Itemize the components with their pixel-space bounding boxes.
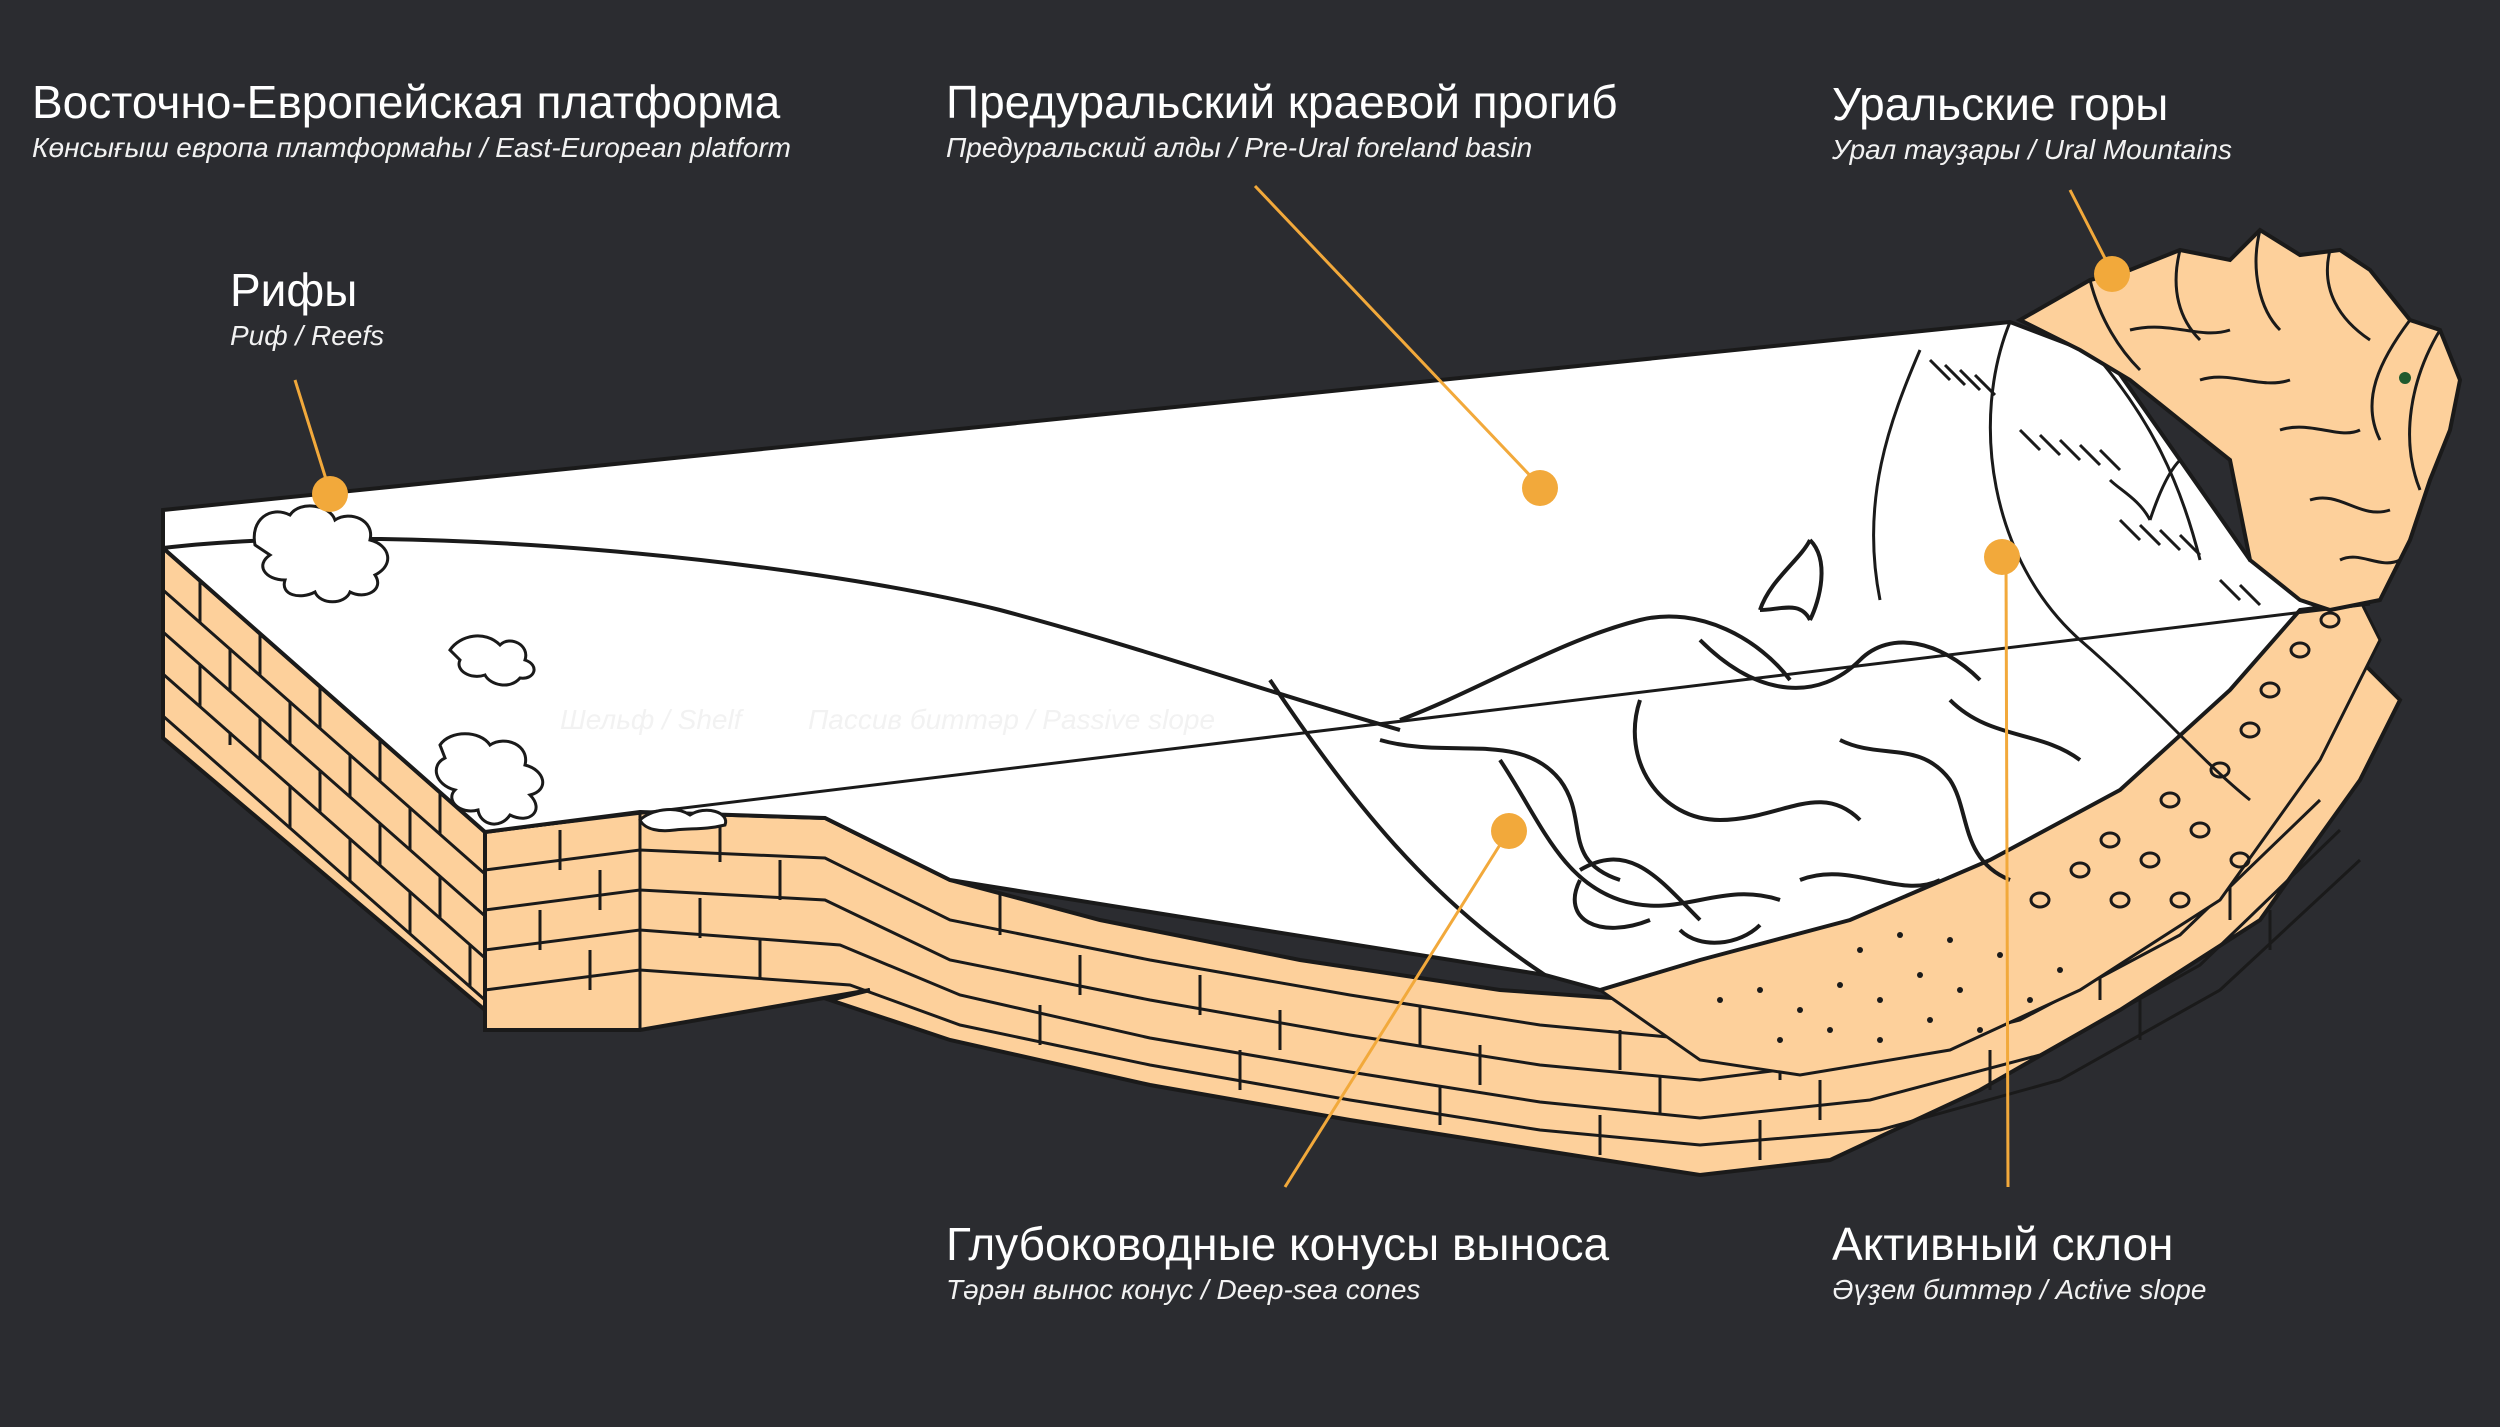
label-shelf-title: Шельф xyxy=(560,648,715,700)
label-cones-title: Глубоководные конусы выноса xyxy=(946,1218,1610,1270)
foreland-marker xyxy=(1522,470,1558,506)
reef-icon xyxy=(434,732,544,826)
label-passive-title: Пассивный склон xyxy=(808,648,1182,700)
label-shelf: Шельф Шельф / Shelf xyxy=(560,646,741,738)
label-reefs: Рифы Риф / Reefs xyxy=(230,262,384,354)
active-slope-marker xyxy=(1984,539,2020,575)
reef-marker xyxy=(312,476,348,512)
label-platform: Восточно-Европейская платформа Көнсығыш … xyxy=(32,74,791,166)
reef-icon xyxy=(252,504,389,604)
urals-marker xyxy=(2094,256,2130,292)
label-urals-title: Уральские горы xyxy=(1832,78,2169,130)
label-cones-subtitle: Тәрән вынос конус / Deep-sea cones xyxy=(946,1274,1421,1305)
marker-group xyxy=(312,256,2130,849)
label-platform-subtitle: Көнсығыш европа платформаһы / East-Europ… xyxy=(32,132,792,163)
label-passive: Пассивный склон Пассив биттәр / Passive … xyxy=(808,646,1215,738)
label-active-subtitle: Әүҙем биттәр / Active slope xyxy=(1832,1274,2207,1305)
label-shelf-subtitle: Шельф / Shelf xyxy=(560,704,742,735)
reef-icon xyxy=(448,634,536,687)
label-foreland-title: Предуральский краевой прогиб xyxy=(946,76,1618,128)
label-passive-subtitle: Пассив биттәр / Passive slope xyxy=(808,704,1216,735)
reef-icon xyxy=(638,808,728,833)
ural-mountains xyxy=(2015,227,2463,613)
label-foreland-subtitle: Предуральский алды / Pre-Ural foreland b… xyxy=(946,132,1533,163)
label-active-title: Активный склон xyxy=(1832,1218,2174,1270)
reef-icon-group xyxy=(252,504,728,833)
cones-marker xyxy=(1491,813,1527,849)
label-urals: Уральские горы Урал тауҙары / Ural Mount… xyxy=(1832,76,2232,168)
label-reefs-subtitle: Риф / Reefs xyxy=(230,320,385,351)
label-cones: Глубоководные конусы выноса Тәрән вынос … xyxy=(946,1216,1609,1308)
label-urals-subtitle: Урал тауҙары / Ural Mountains xyxy=(1832,134,2233,165)
leader-lines xyxy=(293,184,2114,1188)
label-active: Активный склон Әүҙем биттәр / Active slo… xyxy=(1832,1216,2206,1308)
label-foreland: Предуральский краевой прогиб Предуральск… xyxy=(946,74,1618,166)
label-reefs-title: Рифы xyxy=(230,264,358,316)
label-platform-title: Восточно-Европейская платформа xyxy=(32,76,781,128)
